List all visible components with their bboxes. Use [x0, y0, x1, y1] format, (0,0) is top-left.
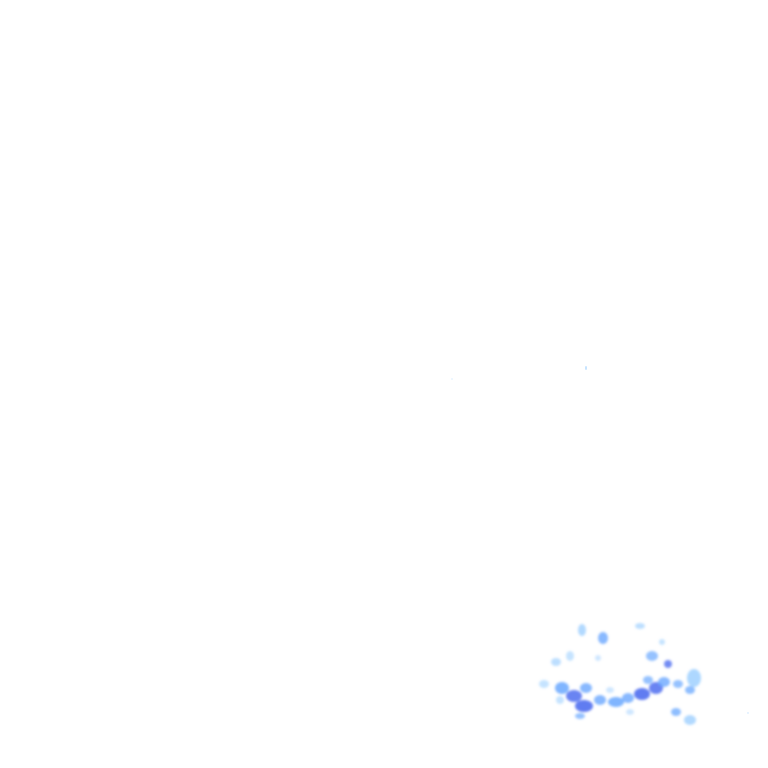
- precipitation-echo: [687, 669, 701, 687]
- precipitation-echo: [658, 677, 670, 687]
- precipitation-echo: [659, 639, 665, 645]
- precipitation-echo: [595, 655, 601, 661]
- precipitation-echo: [626, 709, 634, 715]
- precipitation-echo: [594, 695, 606, 705]
- precipitation-echo: [671, 708, 681, 716]
- precipitation-echo: [673, 680, 683, 688]
- isolated-echo-speck: [585, 366, 587, 370]
- precipitation-echo: [608, 697, 624, 707]
- precipitation-echo: [622, 693, 634, 703]
- isolated-echo-speck: [451, 378, 453, 380]
- precipitation-echo-cluster: [539, 623, 701, 725]
- precipitation-echo: [578, 624, 586, 636]
- precipitation-echo: [566, 651, 574, 661]
- precipitation-echo: [606, 687, 614, 693]
- precipitation-echo: [643, 676, 653, 684]
- precipitation-echo: [685, 686, 695, 694]
- precipitation-echo: [551, 658, 561, 666]
- precipitation-echo: [575, 700, 593, 712]
- precipitation-echo: [598, 632, 608, 644]
- precipitation-echo: [566, 690, 582, 702]
- isolated-echo-speck: [747, 712, 749, 714]
- precipitation-echo: [556, 696, 564, 704]
- precipitation-echo: [635, 623, 645, 629]
- precipitation-echo: [575, 713, 585, 719]
- precipitation-echo: [646, 651, 658, 661]
- precipitation-echo: [664, 660, 672, 668]
- precipitation-echo: [634, 688, 650, 700]
- isolated-echo-specks: [451, 366, 749, 714]
- precipitation-echo: [580, 683, 592, 693]
- precipitation-echo: [539, 680, 549, 688]
- precipitation-echo: [684, 715, 696, 725]
- precipitation-echo: [555, 682, 569, 694]
